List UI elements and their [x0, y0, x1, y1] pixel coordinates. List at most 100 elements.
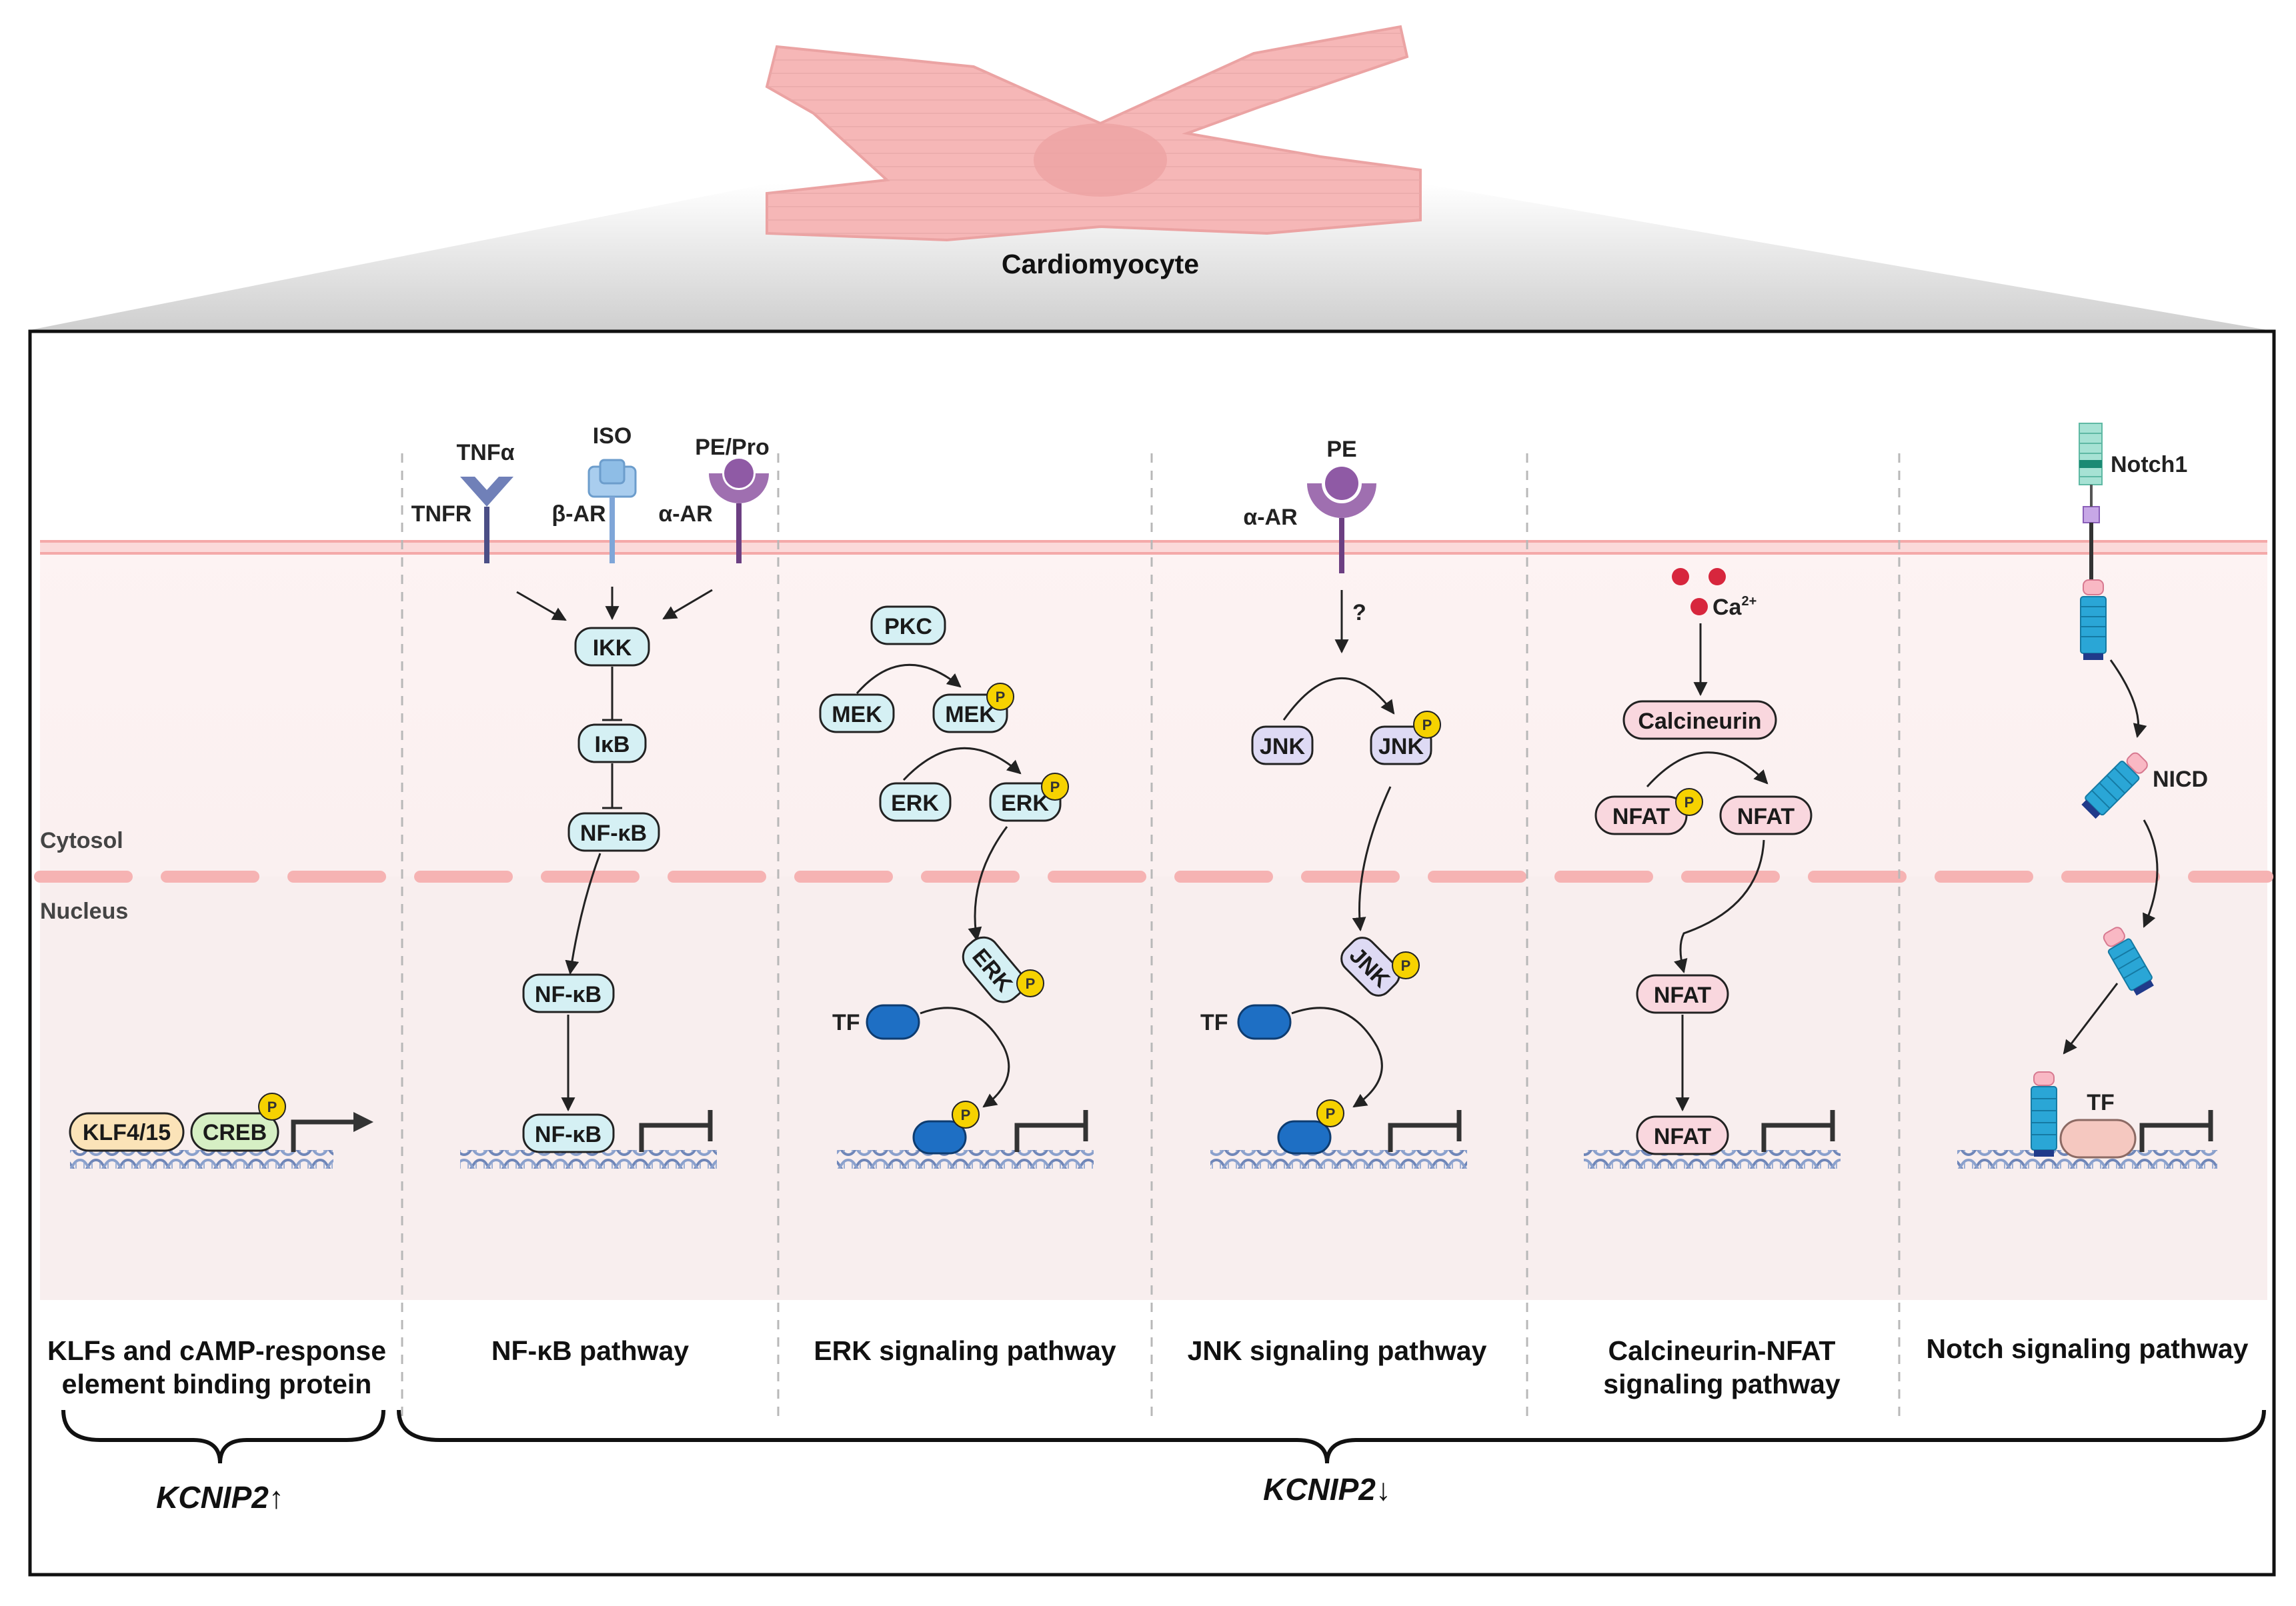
panel-dividers — [401, 453, 1901, 1420]
notch-tf-node — [2059, 1119, 2137, 1159]
creb-node — [190, 1112, 279, 1152]
tf-bound-node — [912, 1120, 967, 1155]
phospho-badge: P — [1675, 788, 1703, 816]
cardiomyocyte-illustration — [765, 25, 1422, 242]
nucleus-area — [40, 877, 2267, 1300]
nfkb-nuc-node — [522, 973, 615, 1013]
notch-title: Notch signaling pathway — [1927, 1333, 2249, 1364]
brace-down — [397, 1409, 2266, 1464]
phospho-badge: P — [1413, 711, 1441, 739]
arrow-nicd-dna — [2063, 983, 2119, 1055]
plasma-membrane — [40, 540, 2267, 555]
ikk-node — [574, 627, 650, 667]
mek-node — [819, 693, 895, 733]
ikb-node — [578, 723, 647, 763]
arrow-tf-dna — [1291, 1007, 1383, 1108]
nfat-dna-label: NFAT — [1654, 1124, 1711, 1149]
arrow-tnfr-ikk — [516, 591, 567, 621]
calcineurin-node — [1622, 700, 1777, 740]
nfkb-dna-label: NF-κB — [535, 1122, 602, 1147]
erk-p-label: ERK — [1001, 791, 1049, 816]
jnk-title: JNK signaling pathway — [1188, 1335, 1487, 1366]
panel-notch: Notch1 NICD — [1927, 423, 2249, 1364]
nicd-label: NICD — [2153, 767, 2208, 792]
jnk-question: ? — [1352, 600, 1366, 625]
jnk-p-node — [1370, 725, 1432, 765]
phospho-badge: P — [952, 1101, 980, 1129]
svg-text:P: P — [961, 1107, 971, 1123]
erk-label: ERK — [891, 791, 939, 816]
svg-text:P: P — [1026, 975, 1036, 992]
arrow-nfkb-translocation — [565, 853, 602, 975]
notch1-label: Notch1 — [2111, 452, 2187, 477]
panel-jnk: PE α-AR ? JNK JNK P JNK P TF P — [1188, 437, 1487, 1366]
iso-label: ISO — [593, 423, 632, 449]
phospho-badge: P — [1392, 951, 1420, 979]
nfat-p-label: NFAT — [1612, 804, 1670, 829]
tf-node — [1237, 1004, 1292, 1040]
repression-promoter — [1761, 1123, 1833, 1152]
nfkb-dna-node — [522, 1113, 615, 1153]
svg-text:P: P — [996, 689, 1006, 705]
phospho-badge: P — [1041, 773, 1069, 801]
beta-ar-receptor-icon — [588, 459, 637, 563]
nfkb-nuc-label: NF-κB — [535, 982, 602, 1007]
phospho-badge: P — [258, 1093, 286, 1121]
nfkb-cyto-node — [567, 812, 660, 852]
arrow-jnk-phospho — [1282, 677, 1395, 721]
svg-text:P: P — [1684, 794, 1694, 811]
dna-jnk — [1210, 1150, 1467, 1169]
calcineurin-label: Calcineurin — [1638, 709, 1761, 734]
alpha-ar-receptor-icon — [1307, 467, 1376, 573]
repression-promoter — [1388, 1123, 1459, 1152]
ikb-label: IκB — [595, 732, 630, 757]
arrow-nfat-dephospho — [1646, 751, 1769, 788]
svg-text:P: P — [1326, 1105, 1336, 1122]
erk-tf-label: TF — [832, 1010, 860, 1035]
jnk-tf-label: TF — [1200, 1010, 1228, 1035]
beta-ar-label: β-AR — [551, 501, 606, 527]
calcium-ions-icon — [1672, 568, 1726, 615]
cell-label: Cardiomyocyte — [1002, 249, 1199, 279]
notch-tf-label: TF — [2087, 1090, 2115, 1115]
erk-title: ERK signaling pathway — [814, 1335, 1116, 1366]
klf-node — [69, 1112, 185, 1152]
ca-label: Ca2+ — [1712, 594, 1757, 620]
phospho-badge: P — [986, 683, 1014, 711]
ikk-label: IKK — [593, 635, 632, 661]
creb-label: CREB — [203, 1120, 267, 1145]
cytosol-label: Cytosol — [40, 828, 123, 853]
nicd-icon — [2081, 752, 2148, 819]
calcineurin-title-line2: signaling pathway — [1603, 1369, 1841, 1399]
nfat-dna-node — [1636, 1115, 1729, 1155]
dna-nfkb — [460, 1150, 717, 1169]
calcineurin-title-line1: Calcineurin-NFAT — [1608, 1335, 1836, 1366]
arrow-notch-cleavage — [2109, 659, 2147, 739]
arrow-nicd-translocation — [2143, 819, 2159, 928]
activation-promoter-arrow — [291, 1119, 353, 1152]
phospho-badge: P — [1016, 969, 1044, 997]
jnk-label: JNK — [1260, 734, 1305, 759]
pkc-node — [870, 605, 946, 645]
brace-up — [61, 1409, 385, 1464]
tnfa-label: TNFα — [457, 440, 515, 465]
phospho-badge: P — [1316, 1099, 1344, 1127]
nucleus-label: Nucleus — [40, 899, 128, 924]
funnel-projection — [30, 183, 2267, 330]
panel-calcineurin: Ca2+ Calcineurin NFAT P NFAT NFAT NFAT C… — [1584, 568, 1841, 1399]
arrow-alphaar-ikk — [662, 589, 713, 620]
nfat-node — [1719, 795, 1813, 835]
tf-bound-node — [1277, 1120, 1332, 1155]
klf-title-line2: element binding protein — [62, 1369, 372, 1399]
nfkb-title: NF-κB pathway — [491, 1335, 689, 1366]
mek-p-label: MEK — [945, 702, 996, 727]
klf-label: KLF4/15 — [83, 1120, 171, 1145]
tnfr-label: TNFR — [411, 501, 472, 527]
dna-erk — [837, 1150, 1094, 1169]
alpha-ar-receptor-icon — [709, 459, 769, 563]
nfat-nuc-node — [1636, 974, 1729, 1014]
nicd-nuc-icon — [2103, 927, 2154, 996]
nfat-label: NFAT — [1737, 804, 1795, 829]
svg-text:P: P — [1422, 717, 1432, 733]
svg-text:P: P — [1401, 957, 1411, 974]
